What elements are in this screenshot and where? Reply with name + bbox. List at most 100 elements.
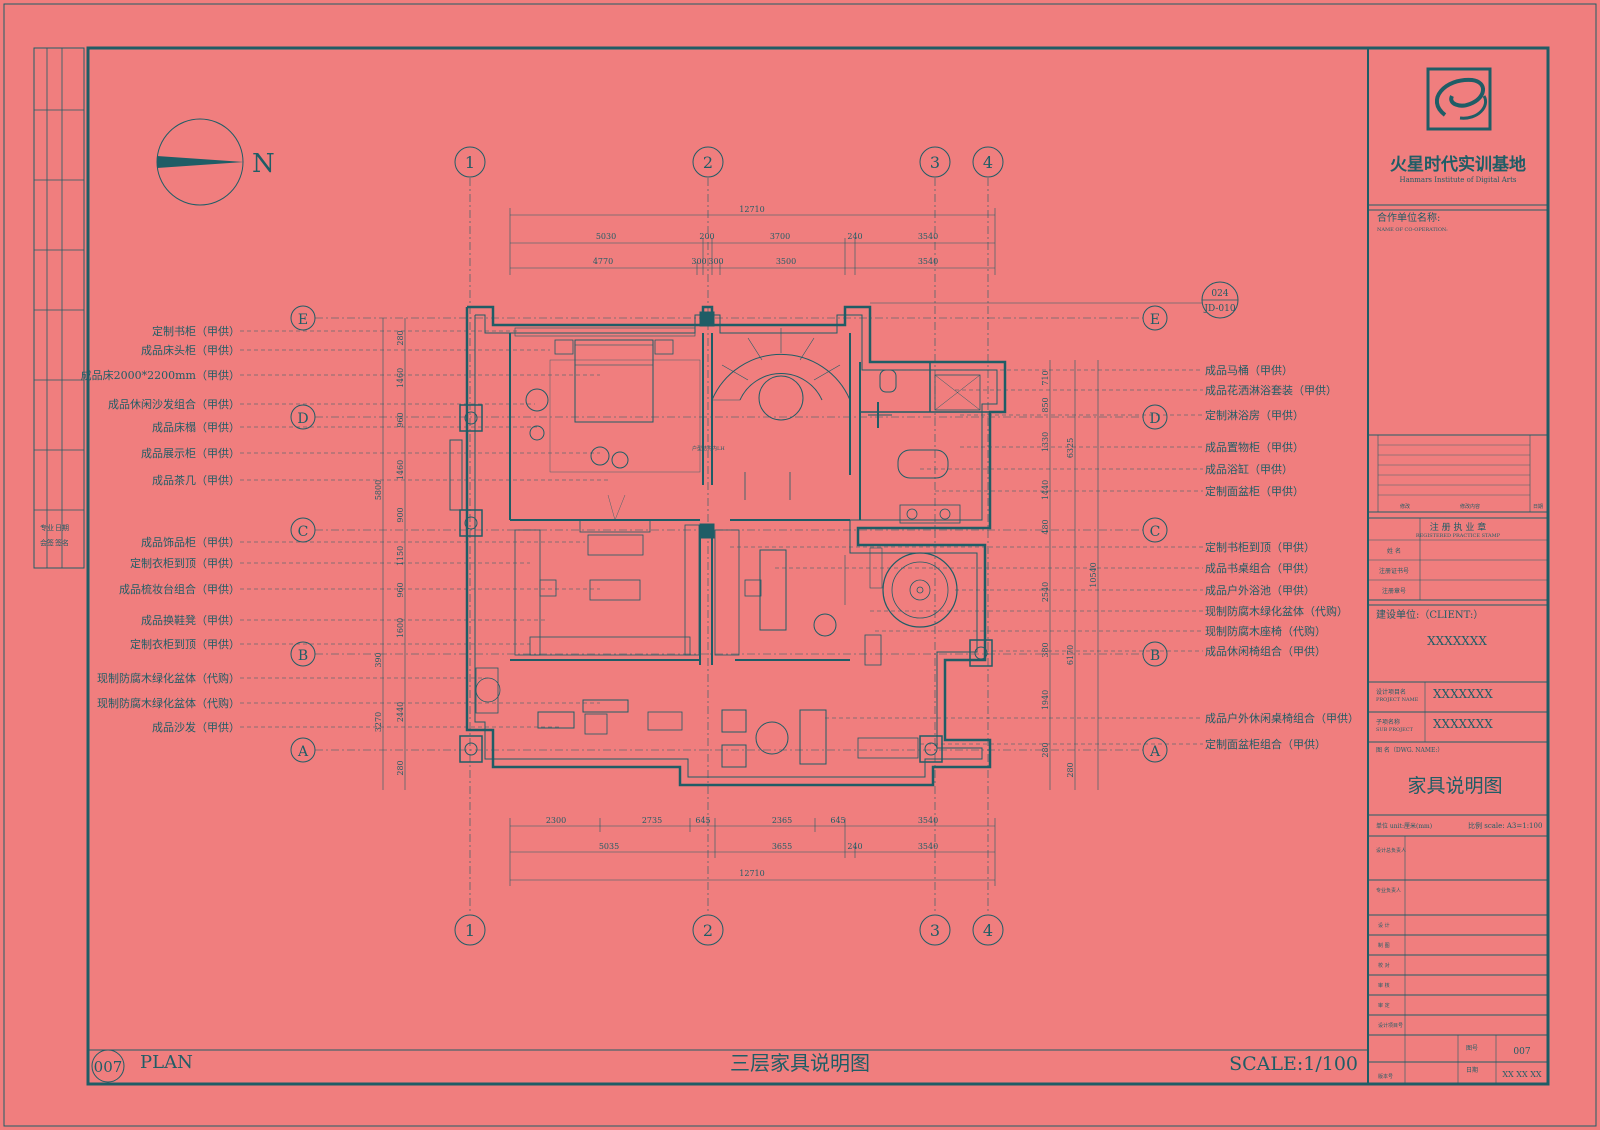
sub-project-label-en: SUB PROJECT	[1376, 727, 1414, 733]
dim-bottom-overall: 12710	[739, 869, 764, 878]
drawing-no-value: 007	[1513, 1047, 1530, 1057]
dim-right-5: 480	[1041, 519, 1050, 534]
dwg-name-label: 图 名（DWG. NAME:）	[1376, 746, 1443, 754]
role-5: 校 对	[1378, 962, 1390, 969]
grid-axis-right: E D C B A	[1142, 305, 1168, 763]
label-right-14: 定制面盆柜组合（甲供）	[1205, 737, 1326, 751]
dim-left-11: 5800	[374, 480, 383, 500]
grid-bubble-right-b: B	[1150, 648, 1160, 664]
dim-left-8: 1600	[396, 618, 405, 638]
north-label: N	[252, 149, 275, 179]
dim-left-12: 390	[374, 652, 383, 667]
dim-left-13: 3270	[374, 712, 383, 732]
label-right-8: 成品书桌组合（甲供）	[1205, 561, 1315, 575]
dim-left-4: 1460	[396, 460, 405, 480]
scale-value: 比例 scale: A3=1:100	[1468, 821, 1542, 830]
dim-left-10: 280	[396, 760, 405, 775]
label-right-4: 成品置物柜（甲供）	[1205, 440, 1304, 454]
dim-left-5: 900	[396, 507, 405, 522]
dim-left-7: 960	[396, 582, 405, 597]
dim-top-r1-5: 3540	[918, 232, 938, 241]
grid-bubble-top-1: 1	[465, 153, 475, 172]
dim-left-2: 1460	[396, 368, 405, 388]
label-left-2: 成品床头柜（甲供）	[141, 343, 240, 357]
dim-right-8: 1940	[1041, 690, 1050, 710]
dim-top-r2-2: 300	[691, 257, 706, 266]
dim-bottom-r1-2: 2735	[642, 816, 662, 825]
grid-bubble-right-a: A	[1149, 744, 1161, 760]
dimensions-left	[382, 318, 406, 790]
grid-bubble-right-e: E	[1150, 312, 1160, 328]
unit-label: 单位 unit:厘米(mm)	[1376, 822, 1432, 830]
label-left-14: 现制防腐木绿化盆体（代购）	[97, 696, 240, 710]
label-left-8: 成品饰品柜（甲供）	[141, 535, 240, 549]
sub-project-label: 子项名称	[1376, 718, 1400, 726]
title-block	[1368, 204, 1548, 1084]
cooperation-label-en: NAME OF CO-OPERATION:	[1377, 227, 1448, 233]
grid-bubble-top-2: 2	[703, 153, 713, 172]
dim-bottom-r1-6: 3540	[918, 816, 938, 825]
company-name-en: Hanmars Institute of Digital Arts	[1399, 176, 1516, 184]
dim-bottom-r1-3: 645	[695, 816, 710, 825]
role-7: 审 定	[1378, 1002, 1390, 1009]
grid-bubble-left-c: C	[298, 524, 309, 540]
label-left-11: 成品换鞋凳（甲供）	[141, 613, 240, 627]
revision-header-1: 修改	[1400, 503, 1410, 510]
left-sign-strip: 专业 会签 日期 签名	[33, 47, 85, 569]
dim-right-3: 1330	[1041, 432, 1050, 452]
label-left-1: 定制书柜（甲供）	[152, 324, 240, 338]
dim-right-11: 10540	[1089, 562, 1098, 587]
dim-top-overall: 12710	[739, 205, 764, 214]
dim-right-7: 380	[1041, 642, 1050, 657]
dim-top-r1-1: 5030	[596, 232, 616, 241]
left-furniture-labels: 定制书柜（甲供） 成品床头柜（甲供） 成品床2000*2200mm（甲供） 成品…	[81, 324, 610, 734]
dim-left-6: 1150	[396, 546, 405, 566]
role-3: 设 计	[1378, 922, 1390, 929]
dim-right-13: 280	[1066, 762, 1075, 777]
date-value: XX XX XX	[1502, 1070, 1542, 1079]
dim-bottom-r1-5: 645	[830, 816, 845, 825]
grid-bubble-top-4: 4	[983, 153, 993, 172]
dim-top-r2-4: 3500	[776, 257, 796, 266]
label-right-11: 现制防腐木座椅（代购）	[1205, 624, 1326, 638]
dim-top-r2-3: 300	[708, 257, 723, 266]
north-arrow: N	[156, 118, 275, 206]
label-left-5: 成品床榻（甲供）	[152, 420, 240, 434]
role-6: 审 核	[1378, 982, 1390, 989]
reg-row-1: 姓 名	[1387, 547, 1401, 555]
dim-left-9: 2440	[396, 702, 405, 722]
dim-bottom-r1-4: 2365	[772, 816, 792, 825]
label-left-15: 成品沙发（甲供）	[152, 720, 240, 734]
dim-top-r2-5: 3540	[918, 257, 938, 266]
scale-label: SCALE:1/100	[1229, 1053, 1358, 1075]
dim-right-10: 6325	[1066, 438, 1075, 458]
dim-top-r2-1: 4770	[593, 257, 613, 266]
drawing-title: 三层家具说明图	[730, 1051, 870, 1075]
dim-top-r1-3: 3700	[770, 232, 790, 241]
strip-label-2: 会签	[40, 538, 54, 547]
label-right-9: 成品户外浴池（甲供）	[1205, 583, 1315, 597]
grid-bubble-left-b: B	[298, 648, 308, 664]
strip-label-4: 签名	[55, 538, 69, 547]
revision-header-2: 修改内容	[1460, 503, 1480, 510]
client-value: XXXXXXX	[1427, 634, 1487, 648]
floor-plan	[449, 305, 1007, 787]
project-label-en: PROJECT NAME	[1376, 697, 1419, 703]
revision-header-3: 日期	[1533, 504, 1543, 510]
dim-right-9: 280	[1041, 742, 1050, 757]
label-right-1: 成品马桶（甲供）	[1205, 363, 1293, 377]
dim-right-6: 2540	[1041, 582, 1050, 602]
label-left-12: 定制衣柜到顶（甲供）	[130, 637, 240, 651]
role-8: 设计项目号	[1378, 1022, 1403, 1029]
strip-label-3: 日期	[55, 524, 69, 532]
grid-bubble-bottom-4: 4	[983, 921, 993, 940]
callout-bottom: JD-010	[1203, 304, 1235, 314]
label-right-7: 定制书柜到顶（甲供）	[1205, 540, 1315, 554]
project-value: XXXXXXX	[1433, 687, 1493, 701]
client-label: 建设单位:（CLIENT:）	[1376, 608, 1483, 621]
drawing-border	[86, 46, 1550, 1086]
role-4: 制 图	[1378, 942, 1390, 949]
detail-callout: 024 JD-010	[870, 281, 1239, 319]
dim-bottom-r2-4: 3540	[918, 842, 938, 851]
